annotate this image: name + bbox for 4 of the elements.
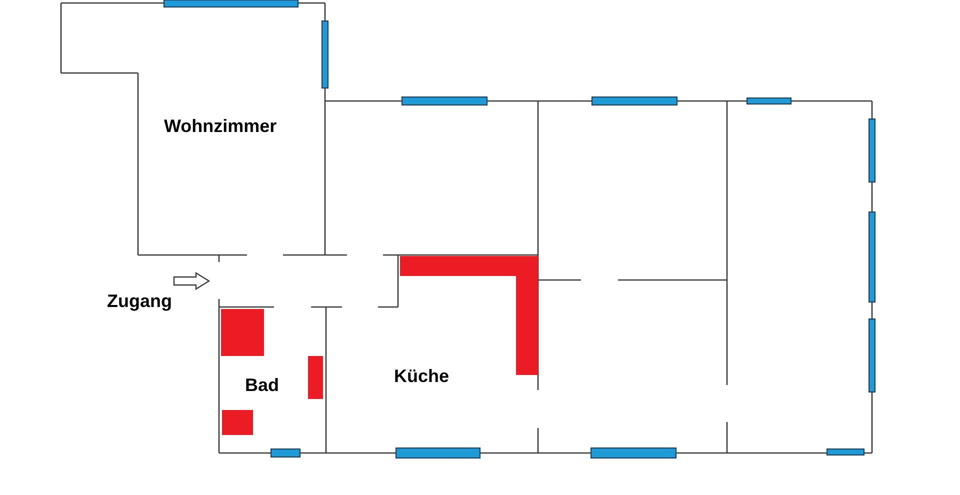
room-label: Wohnzimmer	[164, 115, 277, 138]
room-label: Bad	[245, 374, 280, 397]
room-label: Zugang	[107, 290, 172, 313]
room-label: Küche	[394, 365, 450, 388]
